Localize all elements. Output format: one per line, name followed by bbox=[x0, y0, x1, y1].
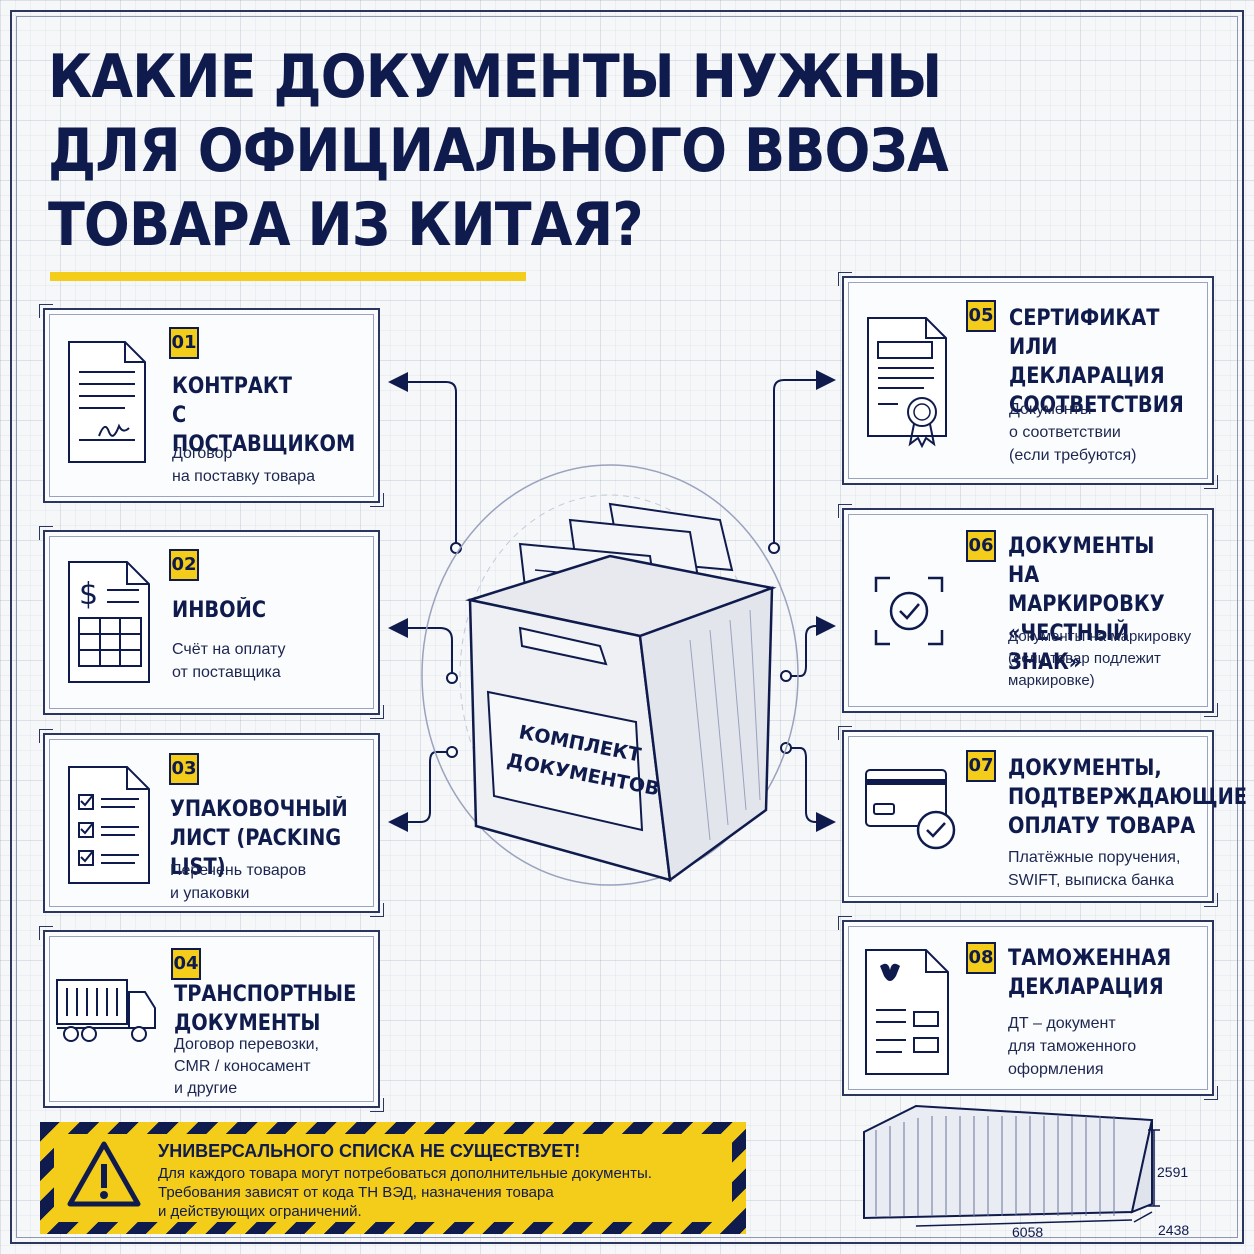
card-customs-declaration: 08 ТАМОЖЕННАЯ ДЕКЛАРАЦИЯ ДТ – документ д… bbox=[838, 916, 1218, 1100]
card-number: 02 bbox=[169, 549, 199, 581]
card-contract: 01 КОНТРАКТ С ПОСТАВЩИКОМ Договор на пос… bbox=[39, 304, 384, 507]
card-number: 06 bbox=[966, 530, 996, 562]
card-transport-documents: 04 ТРАНСПОРТНЫЕ ДОКУМЕНТЫ Договор перево… bbox=[39, 926, 384, 1112]
container-length-dimension: 6058 bbox=[1012, 1224, 1044, 1240]
warning-title: УНИВЕРСАЛЬНОГО СПИСКА НЕ СУЩЕСТВУЕТ! bbox=[158, 1141, 581, 1161]
shipping-container-drawing bbox=[863, 1104, 1160, 1227]
checklist-document-icon bbox=[68, 766, 150, 884]
card-description: Перечень товаров и упаковки bbox=[170, 862, 307, 902]
card-title: УПАКОВОЧНЫЙ ЛИСТ (PACKING LIST) bbox=[170, 797, 348, 880]
card-description: Платёжные поручения, SWIFT, выписка банк… bbox=[1008, 849, 1181, 889]
truck-icon bbox=[56, 979, 156, 1042]
card-marking-documents: 06 ДОКУМЕНТЫ НА МАРКИРОВКУ «ЧЕСТНЫЙ ЗНАК… bbox=[838, 504, 1218, 717]
document-box-illustration: КОМПЛЕКТ ДОКУМЕНТОВ bbox=[410, 460, 810, 900]
card-number: 03 bbox=[169, 753, 199, 785]
warning-banner: УНИВЕРСАЛЬНОГО СПИСКА НЕ СУЩЕСТВУЕТ! Для… bbox=[40, 1122, 746, 1234]
card-title: СЕРТИФИКАТ ИЛИ ДЕКЛАРАЦИЯ СООТВЕТСТВИЯ bbox=[1009, 306, 1184, 418]
card-description: Счёт на оплату от поставщика bbox=[172, 641, 286, 681]
svg-text:$: $ bbox=[79, 577, 98, 612]
card-packing-list: 03 УПАКОВОЧНЫЙ ЛИСТ (PACKING LIST) Переч… bbox=[39, 729, 384, 917]
container-width-dimension: 2438 bbox=[1158, 1222, 1190, 1238]
card-title: ДОКУМЕНТЫ, ПОДТВЕРЖДАЮЩИЕ ОПЛАТУ ТОВАРА bbox=[1008, 756, 1248, 839]
card-title: ИНВОЙС bbox=[172, 598, 267, 623]
title-line-3: ТОВАРА ИЗ КИТАЯ? bbox=[48, 190, 644, 260]
card-title: ДОКУМЕНТЫ НА МАРКИРОВКУ «ЧЕСТНЫЙ ЗНАК» bbox=[1008, 534, 1165, 675]
card-number: 07 bbox=[966, 750, 996, 782]
card-description: ДТ – документ для таможенного оформления bbox=[1008, 1015, 1137, 1078]
scan-check-icon bbox=[874, 576, 944, 646]
card-certificate: 05 СЕРТИФИКАТ ИЛИ ДЕКЛАРАЦИЯ СООТВЕТСТВИ… bbox=[838, 272, 1218, 489]
card-number: 05 bbox=[966, 300, 996, 332]
card-description: Договор перевозки, CMR / коносамент и др… bbox=[174, 1036, 319, 1097]
customs-declaration-icon bbox=[865, 949, 949, 1075]
warning-triangle-icon bbox=[67, 1141, 141, 1207]
card-number: 08 bbox=[966, 942, 996, 974]
card-invoice: $ 02 ИНВОЙС Счёт на оплату от поставщика bbox=[39, 526, 384, 719]
container-height-dimension: 2591 bbox=[1157, 1164, 1189, 1180]
warning-text: Для каждого товара могут потребоваться д… bbox=[158, 1165, 652, 1220]
certificate-icon bbox=[867, 317, 947, 448]
card-check-icon bbox=[865, 769, 956, 850]
card-description: Документы на маркировку (если товар подл… bbox=[1008, 628, 1192, 689]
card-description: Документы о соответствии (если требуются… bbox=[1009, 401, 1137, 464]
card-title: КОНТРАКТ С ПОСТАВЩИКОМ bbox=[172, 374, 356, 457]
invoice-document-icon: $ bbox=[68, 561, 150, 683]
card-title: ТРАНСПОРТНЫЕ ДОКУМЕНТЫ bbox=[174, 982, 357, 1036]
card-payment-documents: 07 ДОКУМЕНТЫ, ПОДТВЕРЖДАЮЩИЕ ОПЛАТУ ТОВА… bbox=[838, 726, 1247, 907]
card-number: 04 bbox=[171, 948, 201, 980]
card-number: 01 bbox=[169, 327, 199, 359]
contract-document-icon bbox=[68, 341, 146, 463]
card-description: Договор на поставку товара bbox=[172, 445, 315, 485]
card-title: ТАМОЖЕННАЯ ДЕКЛАРАЦИЯ bbox=[1008, 946, 1172, 1000]
title-underline bbox=[50, 272, 526, 281]
